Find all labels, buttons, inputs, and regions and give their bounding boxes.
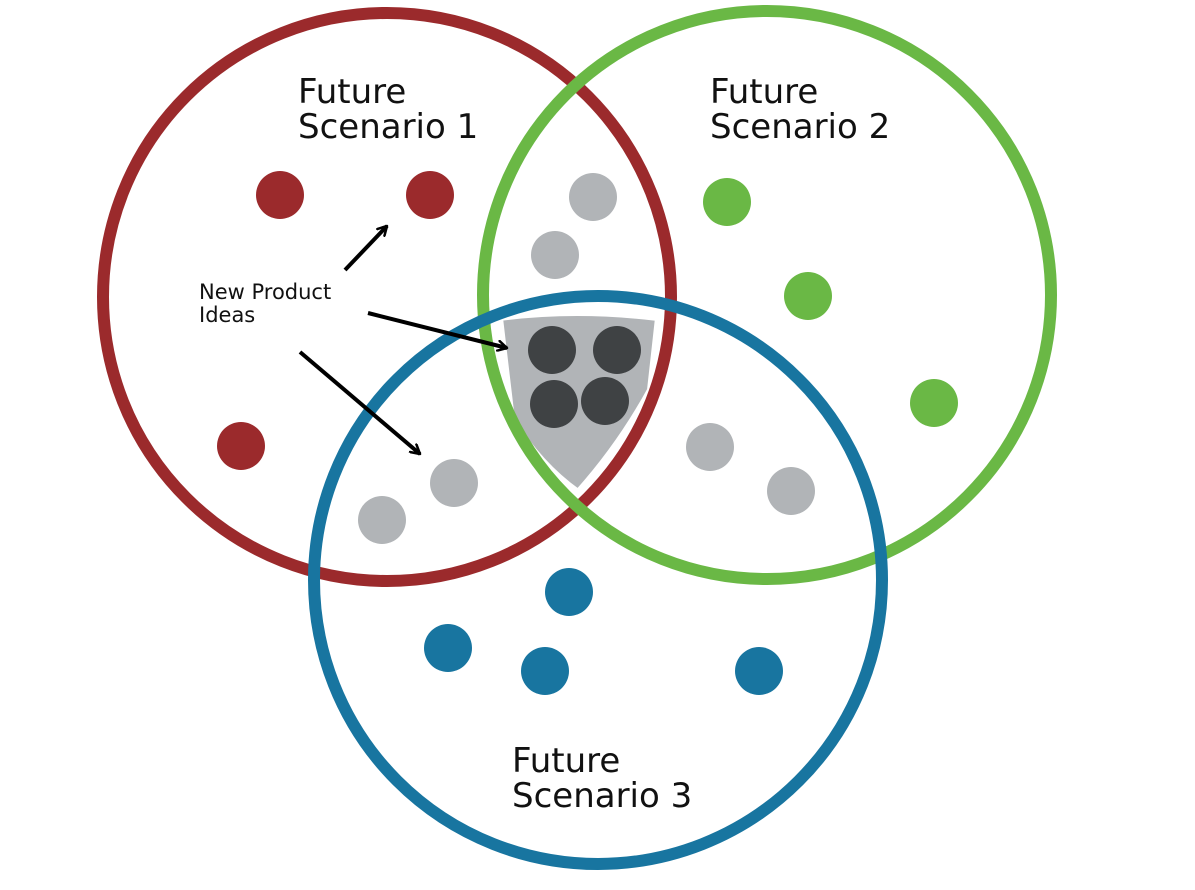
- overlap-1-2-dot: [569, 173, 617, 221]
- annotation-line1: New Product: [199, 280, 331, 304]
- overlap-1-3-dot: [430, 459, 478, 507]
- overlap-2-3-dot: [767, 467, 815, 515]
- scenario-3-dot: [545, 568, 593, 616]
- overlap-all-dot: [530, 380, 578, 428]
- scenario-2-dot: [703, 178, 751, 226]
- new-product-ideas-label: New Product Ideas: [199, 280, 338, 327]
- annotation-line2: Ideas: [199, 303, 255, 327]
- scenario-2-label-line2: Scenario 2: [710, 107, 890, 147]
- scenario-2-circle: [477, 5, 1057, 585]
- scenario-1-label-line2: Scenario 1: [298, 107, 478, 147]
- annotation-arrow: [367, 311, 507, 348]
- scenario-2-label-line1: Future: [710, 72, 818, 112]
- scenario-3-label-line1: Future: [512, 741, 620, 781]
- scenario-2-dot: [910, 379, 958, 427]
- scenario-1-label-line1: Future: [298, 72, 406, 112]
- scenario-3-dot: [735, 647, 783, 695]
- overlap-2-3-dot: [686, 423, 734, 471]
- overlap-all-dot: [528, 326, 576, 374]
- annotation-arrow: [343, 224, 389, 272]
- scenario-2-label: Future Scenario 2: [710, 72, 890, 147]
- scenario-1-dot: [256, 171, 304, 219]
- scenario-1-label: Future Scenario 1: [298, 72, 478, 147]
- overlap-1-3-dot: [358, 496, 406, 544]
- overlap-1-2-dot: [531, 231, 579, 279]
- overlap-all-dot: [593, 326, 641, 374]
- scenario-3-label-line2: Scenario 3: [512, 776, 692, 816]
- scenario-1-dot: [217, 422, 265, 470]
- scenario-1-circle: [97, 7, 677, 587]
- scenario-3-label: Future Scenario 3: [512, 741, 692, 816]
- scenario-3-circle: [308, 290, 888, 870]
- overlap-all-dot: [581, 377, 629, 425]
- scenario-3-dot: [521, 647, 569, 695]
- scenario-1-dot: [406, 171, 454, 219]
- scenario-2-dot: [784, 272, 832, 320]
- annotation-arrow: [298, 350, 422, 456]
- scenario-3-dot: [424, 624, 472, 672]
